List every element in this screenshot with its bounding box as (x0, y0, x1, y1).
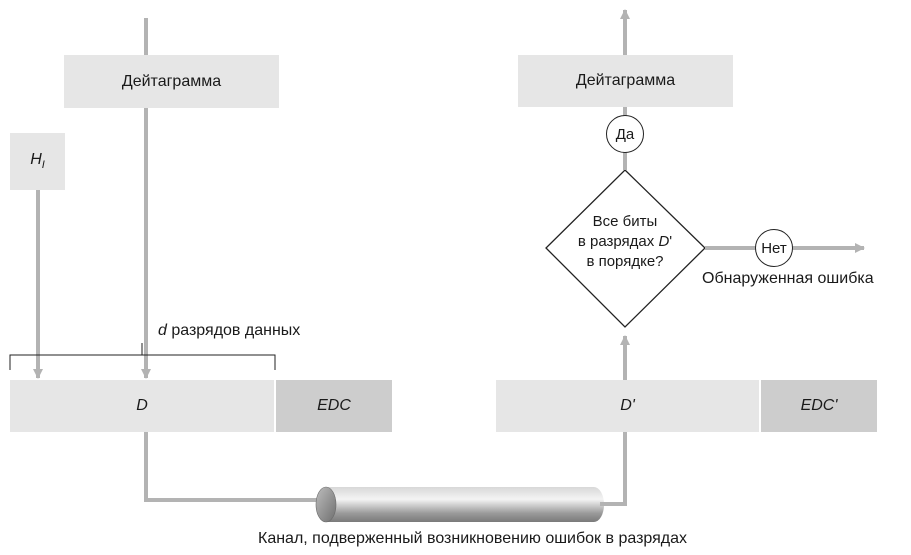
receiver-datagram-label: Дейтаграмма (575, 72, 676, 89)
sender-data-field: D (10, 380, 274, 432)
receiver-edc-field: EDC' (761, 380, 877, 432)
detected-error-label: Обнаруженная ошибка (702, 270, 874, 287)
receiver-datagram-box: Дейтаграмма (518, 55, 733, 107)
receiver-edc-label: EDC' (800, 397, 838, 414)
decision-line-2: в разрядах D' (577, 233, 673, 250)
decision-diamond (545, 169, 706, 328)
channel-to-receiver-line (600, 432, 627, 506)
no-label: Нет (761, 239, 787, 257)
receiver-data-label: D' (620, 397, 635, 414)
header-box: HI (10, 133, 65, 190)
yes-circle: Да (606, 115, 644, 153)
no-circle: Нет (755, 229, 793, 267)
sender-edc-field: EDC (276, 380, 392, 432)
sender-datagram-box: Дейтаграмма (64, 55, 279, 108)
decision-text: Все биты в разрядах D' в порядке? (565, 212, 685, 272)
data-bits-label: d разрядов данных (158, 322, 301, 339)
yes-label: Да (615, 125, 635, 143)
channel-tube-icon (315, 486, 604, 523)
channel-label: Канал, подверженный возникновению ошибок… (258, 530, 688, 547)
decision-line-3: в порядке? (586, 253, 664, 270)
receiver-data-field: D' (496, 380, 759, 432)
data-bits-brace (9, 343, 276, 370)
header-label: HI (30, 151, 45, 172)
sender-edc-label: EDC (317, 397, 351, 414)
sender-to-channel-line (144, 432, 329, 505)
sender-datagram-label: Дейтаграмма (121, 72, 222, 90)
decision-line-1: Все биты (592, 213, 658, 230)
sender-data-label: D (136, 397, 148, 414)
